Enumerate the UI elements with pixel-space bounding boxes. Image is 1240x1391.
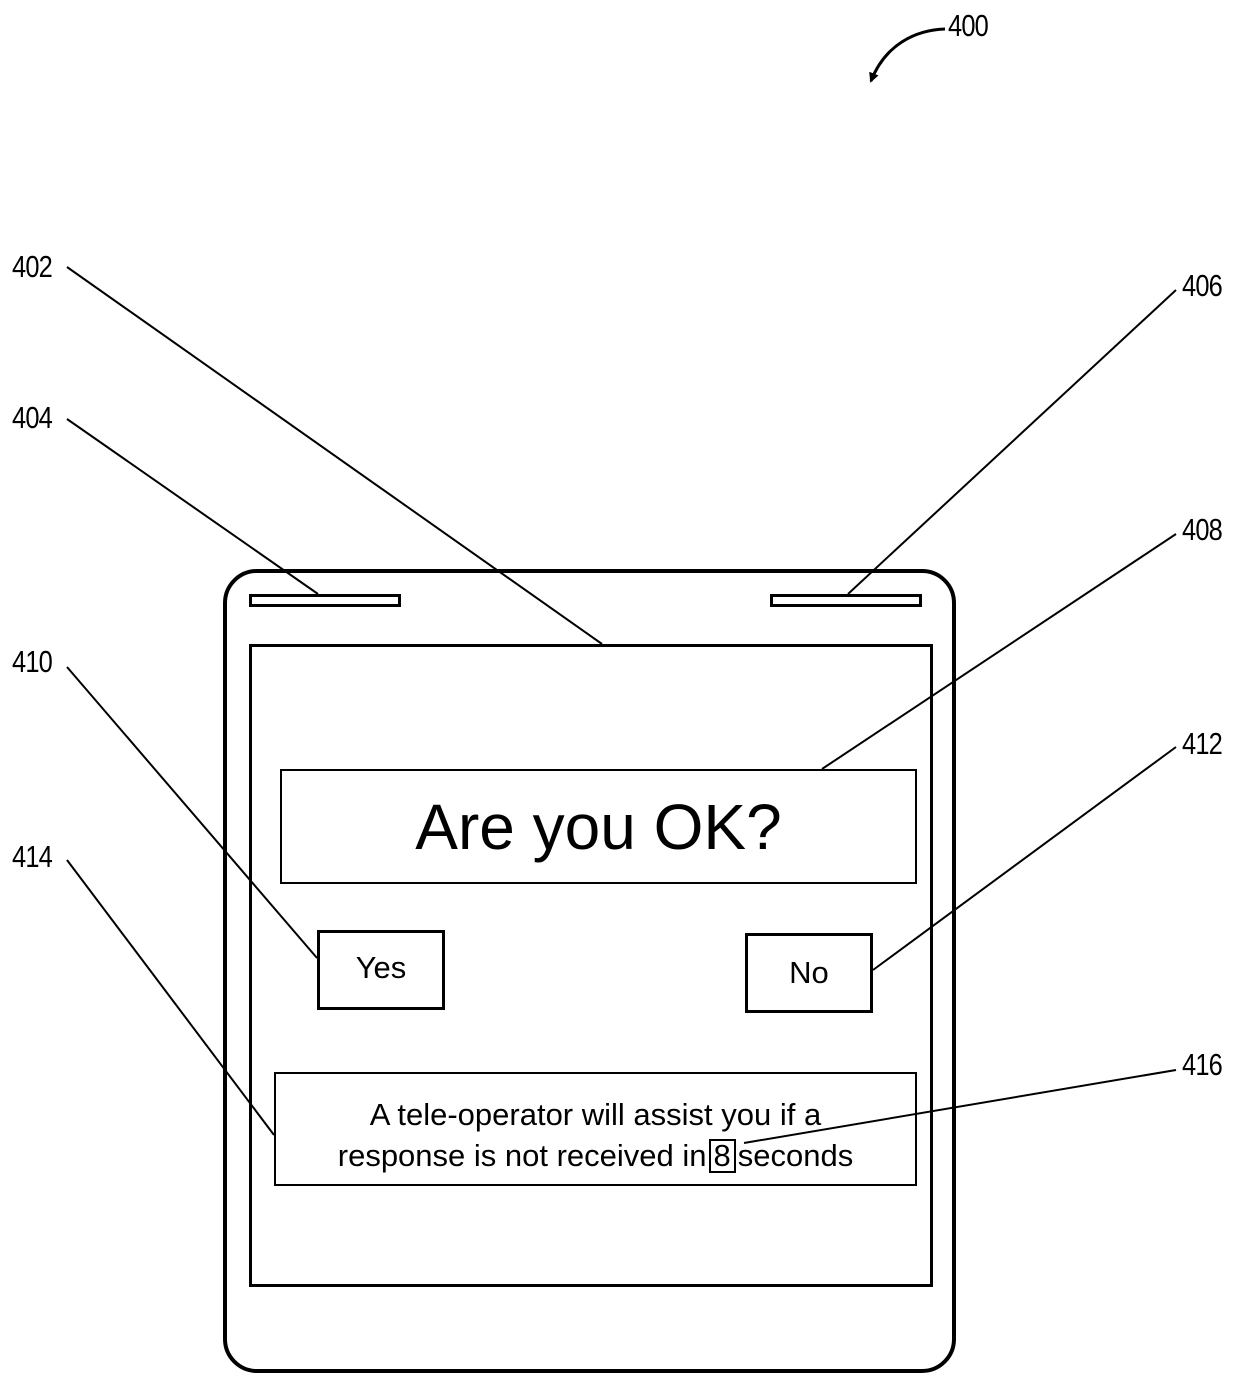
prompt-box: Are you OK?	[280, 769, 917, 884]
ref-label-410: 410	[12, 646, 52, 678]
tele-operator-notice: A tele-operator will assist you if a res…	[274, 1072, 917, 1186]
ref-label-404: 404	[12, 402, 52, 434]
ref-label-416: 416	[1182, 1049, 1222, 1081]
ref-label-412: 412	[1182, 728, 1222, 760]
notice-line-2-start: response is not received in	[338, 1138, 707, 1173]
figure-ref-arrow	[871, 29, 945, 81]
right-speaker-slot	[770, 594, 922, 607]
ref-label-402: 402	[12, 251, 52, 283]
prompt-text: Are you OK?	[415, 791, 781, 863]
figure-number-label: 400	[948, 10, 988, 42]
ref-label-414: 414	[12, 841, 52, 873]
notice-line-1: A tele-operator will assist you if a	[276, 1094, 915, 1135]
countdown-value: 8	[709, 1139, 736, 1173]
notice-line-2-end: seconds	[738, 1138, 853, 1173]
notice-line-2: response is not received in8seconds	[276, 1135, 915, 1176]
left-speaker-slot	[249, 594, 401, 607]
leader-line-404	[67, 419, 318, 594]
leader-line-406	[848, 290, 1176, 594]
ref-label-406: 406	[1182, 270, 1222, 302]
ref-label-408: 408	[1182, 514, 1222, 546]
no-button[interactable]: No	[745, 933, 873, 1013]
yes-button[interactable]: Yes	[317, 930, 445, 1010]
